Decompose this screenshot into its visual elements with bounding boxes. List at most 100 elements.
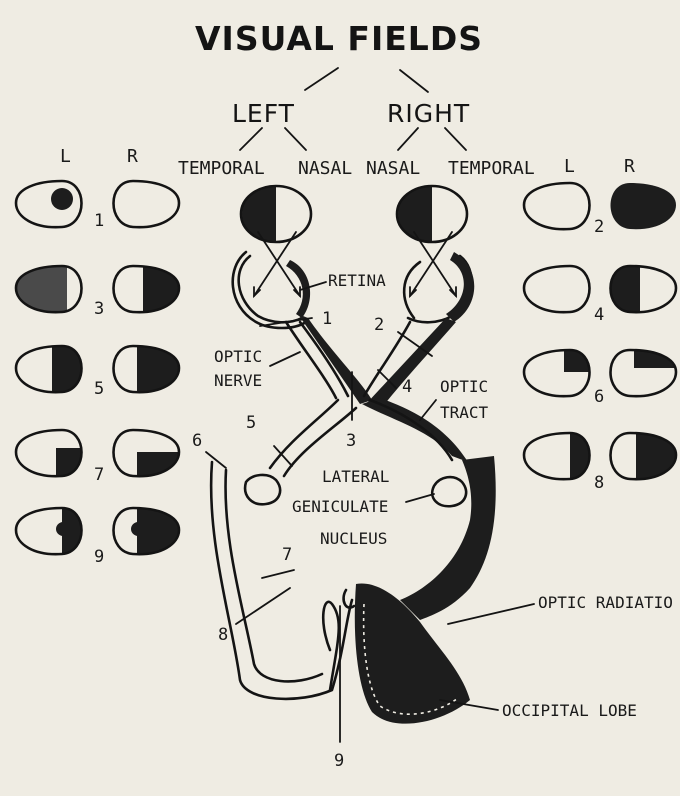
right-eye-letter-r: R <box>624 156 635 177</box>
right-branch-nasal <box>397 127 419 151</box>
left-visual-field-circle <box>239 184 313 244</box>
field-number-4: 4 <box>594 305 604 325</box>
left-lgn <box>243 473 282 506</box>
field-8-right-eye <box>609 431 678 481</box>
right-optic-tract-edge <box>368 398 454 462</box>
pathway-number-6: 6 <box>192 431 202 451</box>
right-crossing-arrows <box>409 231 457 299</box>
right-optic-tract <box>362 398 468 462</box>
field-5-left-eye <box>14 344 83 394</box>
field-number-3: 3 <box>94 299 104 319</box>
field-6-right-eye <box>609 348 678 398</box>
pathway-number-4: 4 <box>402 377 412 397</box>
left-optic-tract-outer <box>268 398 340 470</box>
left-optic-radiation-outer <box>209 460 354 701</box>
right-optic-radiation <box>400 456 496 620</box>
field-8-left-eye <box>522 431 591 481</box>
lesion-mark-6 <box>205 451 227 469</box>
title-branch-left <box>304 67 339 91</box>
left-branch-nasal <box>284 127 307 151</box>
pathway-number-9: 9 <box>334 751 344 771</box>
field-number-1: 1 <box>94 211 104 231</box>
right-label: RIGHT <box>387 99 470 128</box>
retina-pointer <box>299 281 327 291</box>
right-occipital-cortex-lining <box>362 603 459 715</box>
left-optic-nerve-nasal <box>298 320 350 398</box>
left-crossing-arrows <box>253 231 301 299</box>
field-1-left-eye <box>14 179 83 229</box>
right-lgn <box>431 475 468 508</box>
field-2-left-eye <box>522 181 591 231</box>
right-temporal-label: TEMPORAL <box>448 158 535 179</box>
field-4-right-eye <box>609 264 678 314</box>
left-optic-nerve-outer <box>284 320 338 400</box>
field-number-5: 5 <box>94 379 104 399</box>
lgn-label-2: GENICULATE <box>292 497 388 516</box>
left-optic-radiation-inner <box>224 468 324 683</box>
lesion-mark-1 <box>259 317 313 327</box>
optic-tract-pointer <box>419 399 437 421</box>
occipital-lobe-pointer <box>439 699 499 711</box>
right-retina-temporal <box>446 252 475 322</box>
left-eye-letter-l: L <box>60 146 71 167</box>
optic-tract-label-2: TRACT <box>440 403 489 422</box>
right-optic-nerve-fibres <box>366 318 456 410</box>
pathway-number-3: 3 <box>346 431 356 451</box>
lgn-label-1: LATERAL <box>322 467 389 486</box>
field-6-left-eye <box>522 348 591 398</box>
field-4-left-eye <box>522 264 591 314</box>
field-1-right-eye <box>112 179 181 229</box>
left-eye-letter-r: R <box>127 146 138 167</box>
optic-nerve-label-1: OPTIC <box>214 347 262 366</box>
occipital-lobe-label: OCCIPITAL LOBE <box>502 701 637 720</box>
left-retina-temporal <box>286 260 311 318</box>
right-visual-field-circle <box>395 184 469 244</box>
right-nasal-label: NASAL <box>366 158 420 179</box>
left-occipital-fold <box>321 600 341 692</box>
left-nasal-label: NASAL <box>298 158 352 179</box>
lgn-label-3: NUCLEUS <box>320 529 387 548</box>
pathway-number-5: 5 <box>246 413 256 433</box>
field-2-right-eye <box>610 183 676 230</box>
pathway-number-7: 7 <box>282 545 292 565</box>
left-optic-tract-inner <box>282 406 358 478</box>
lesion-mark-5 <box>273 445 293 467</box>
optic-radiation-label: OPTIC RADIATIO <box>538 593 673 612</box>
left-optic-nerve-fibres <box>298 314 372 404</box>
field-number-7: 7 <box>94 465 104 485</box>
field-number-9: 9 <box>94 547 104 567</box>
pathway-number-1: 1 <box>322 309 332 329</box>
field-7-left-eye <box>14 428 83 478</box>
calcarine-left <box>342 588 356 609</box>
left-temporal-label: TEMPORAL <box>178 158 265 179</box>
lesion-mark-2 <box>397 331 433 357</box>
field-9-right-eye <box>112 506 181 556</box>
lesion-mark-8 <box>235 587 291 625</box>
left-branch-temporal <box>239 127 263 151</box>
optic-nerve-pointer <box>269 351 301 367</box>
optic-tract-label-1: OPTIC <box>440 377 488 396</box>
pathway-number-8: 8 <box>218 625 228 645</box>
lgn-pointer <box>405 493 435 503</box>
pathway-number-2: 2 <box>374 315 384 335</box>
diagram-title: VISUAL FIELDS <box>195 19 483 58</box>
field-3-right-eye <box>112 264 181 314</box>
left-label: LEFT <box>232 99 295 128</box>
field-5-right-eye <box>112 344 181 394</box>
field-number-2: 2 <box>594 217 604 237</box>
lesion-mark-7 <box>261 569 295 579</box>
title-branch-right <box>399 69 429 93</box>
right-optic-nerve-nasal <box>362 320 412 398</box>
optic-radiation-pointer <box>447 603 535 625</box>
right-eye-letter-l: L <box>564 156 575 177</box>
field-number-6: 6 <box>594 387 604 407</box>
retina-label: RETINA <box>328 271 386 290</box>
field-3-left-eye <box>14 264 83 314</box>
field-9-left-eye <box>14 506 83 556</box>
lesion-mark-4 <box>377 369 397 389</box>
scotoma-dot <box>51 188 73 210</box>
right-branch-temporal <box>444 127 467 151</box>
right-occipital-lobe <box>354 583 470 724</box>
